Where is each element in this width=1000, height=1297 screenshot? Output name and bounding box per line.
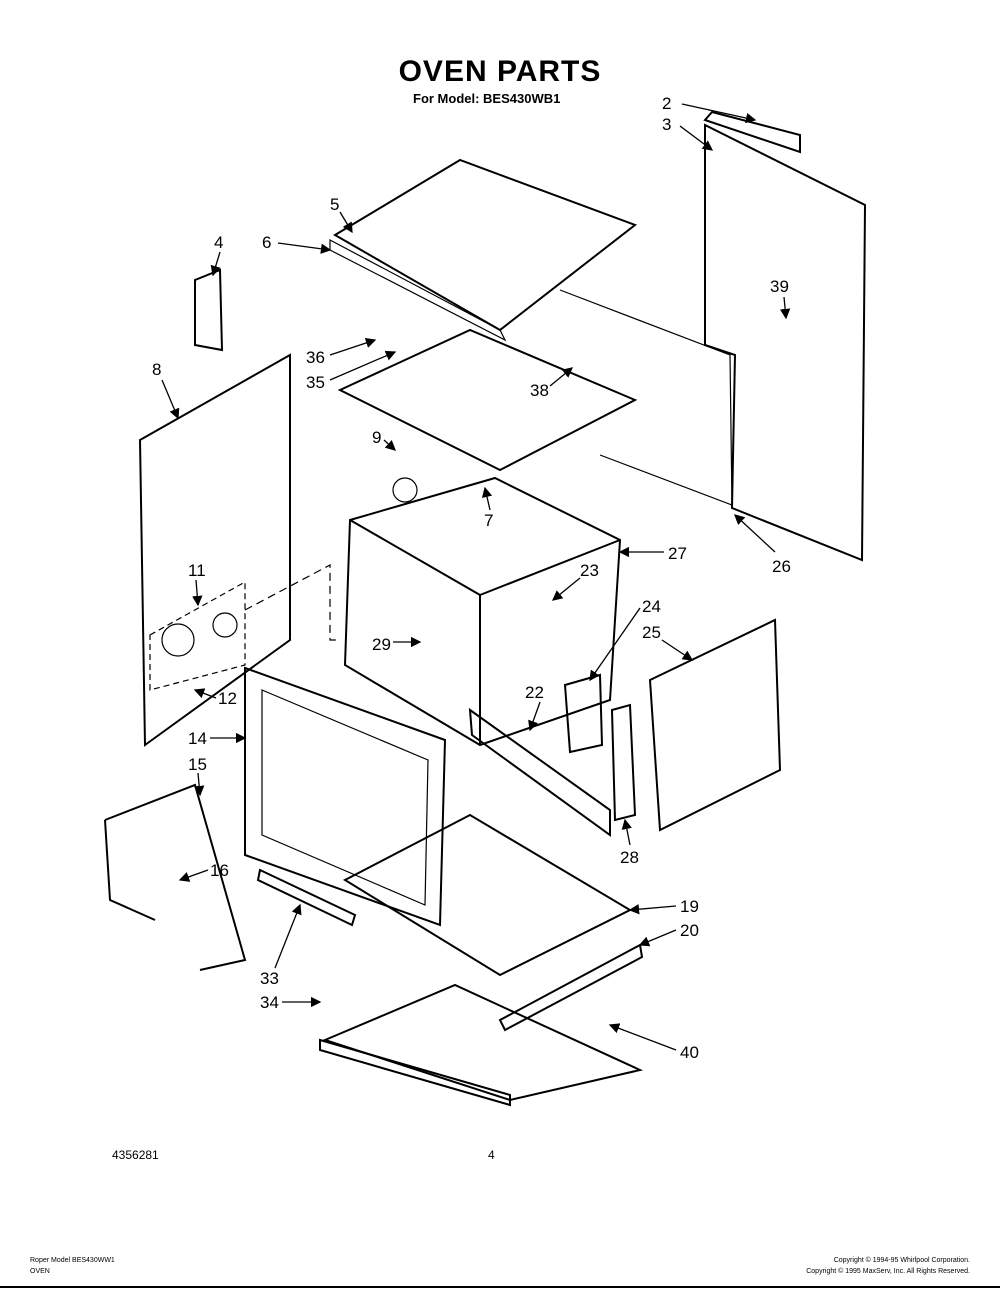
callout-16: 16	[210, 861, 229, 880]
callout-14: 14	[188, 729, 207, 748]
callout-7: 7	[484, 511, 493, 530]
bracket	[703, 110, 801, 154]
door-gasket	[104, 783, 247, 971]
hinge-bracket	[563, 673, 604, 754]
callout-3: 3	[662, 115, 671, 134]
left-side-panel	[138, 353, 291, 747]
section-label: OVEN	[30, 1268, 50, 1275]
callout-36: 36	[306, 348, 325, 367]
callout-2: 2	[662, 94, 671, 113]
callout-15: 15	[188, 755, 207, 774]
callout-34: 34	[260, 993, 279, 1012]
hinge	[610, 703, 637, 822]
callout-26: 26	[772, 557, 791, 576]
bottom-panel	[342, 813, 633, 977]
top-panel	[333, 158, 638, 332]
callout-38: 38	[530, 381, 549, 400]
callout-28: 28	[620, 848, 639, 867]
back-panel	[704, 123, 867, 562]
copyright-whirlpool: Copyright © 1994-95 Whirlpool Corporatio…	[833, 1257, 970, 1264]
side-bracket	[194, 268, 224, 352]
kick-plate	[319, 1038, 511, 1107]
rail	[498, 943, 644, 1032]
callout-35: 35	[306, 373, 325, 392]
callout-11: 11	[188, 561, 206, 580]
callout-19: 19	[680, 897, 699, 916]
model-subtitle: For Model: BES430WB1	[413, 91, 561, 106]
drawer-panel	[322, 983, 644, 1102]
callout-33: 33	[260, 969, 279, 988]
model-line: Roper Model BES430WW1	[30, 1257, 115, 1264]
callout-29: 29	[372, 635, 391, 654]
callout-9: 9	[372, 428, 381, 447]
callout-5: 5	[330, 195, 339, 214]
callout-23: 23	[580, 561, 599, 580]
callout-8: 8	[152, 360, 161, 379]
callout-12: 12	[218, 689, 237, 708]
copyright-maxserv: Copyright © 1995 MaxServ, Inc. All Right…	[806, 1268, 970, 1275]
callout-40: 40	[680, 1043, 699, 1062]
part-number: 4356281	[112, 1148, 159, 1162]
callout-4: 4	[214, 233, 223, 252]
callout-25: 25	[642, 623, 661, 642]
bottom-bracket	[468, 707, 611, 837]
page-number: 4	[488, 1148, 495, 1162]
thermostat-knob	[392, 477, 418, 503]
right-side-cover	[648, 618, 782, 832]
callout-6: 6	[262, 233, 271, 252]
callout-27: 27	[668, 544, 687, 563]
oven-cavity	[343, 476, 622, 747]
door-frame	[244, 666, 447, 927]
vent-plate	[337, 328, 638, 472]
callout-39: 39	[770, 277, 789, 296]
page-title: OVEN PARTS	[398, 55, 602, 88]
vent-trim	[256, 868, 357, 927]
callout-24: 24	[642, 597, 661, 616]
callout-20: 20	[680, 921, 699, 940]
callout-22: 22	[525, 683, 544, 702]
